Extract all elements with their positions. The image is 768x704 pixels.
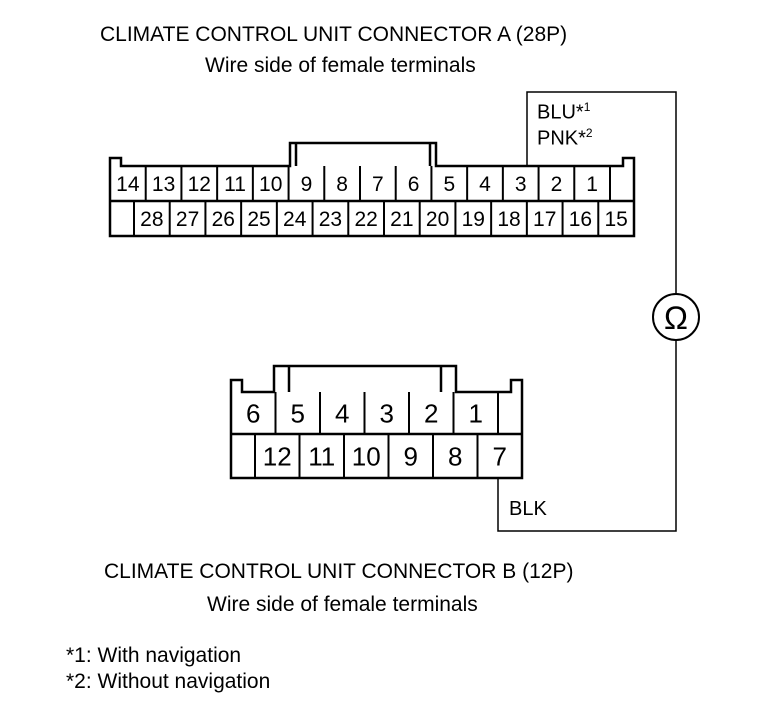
terminal-7-label: 7 — [372, 173, 384, 196]
terminal-2-label: 2 — [551, 173, 563, 196]
terminal-7-label: 7 — [493, 441, 507, 471]
connector-b-subtitle: Wire side of female terminals — [207, 593, 478, 616]
terminal-8-label: 8 — [448, 441, 462, 471]
terminal-9-label: 9 — [301, 173, 313, 196]
terminal-1-label: 1 — [469, 398, 483, 428]
wire-color-pnk: PNK*2 — [537, 126, 593, 150]
terminal-26-label: 26 — [212, 208, 235, 231]
footnote-2: *2: Without navigation — [66, 670, 271, 693]
wire-color-blk: BLK — [509, 498, 547, 520]
terminal-4-label: 4 — [479, 173, 491, 196]
connector-b — [229, 364, 524, 480]
terminal-3-label: 3 — [380, 398, 394, 428]
terminal-15-label: 15 — [604, 208, 627, 231]
terminal-27-label: 27 — [176, 208, 199, 231]
connector-a-subtitle: Wire side of female terminals — [205, 54, 476, 77]
connector-a-title: CLIMATE CONTROL UNIT CONNECTOR A (28P) — [100, 23, 568, 46]
connector-b-housing — [229, 364, 524, 480]
terminal-20-label: 20 — [426, 208, 449, 231]
footnote-1: *1: With navigation — [66, 644, 242, 667]
terminal-13-label: 13 — [152, 173, 175, 196]
terminal-25-label: 25 — [247, 208, 270, 231]
terminal-10-label: 10 — [352, 441, 381, 471]
ohm-icon: Ω — [664, 300, 688, 336]
connector-a — [108, 141, 636, 238]
terminal-8-label: 8 — [336, 173, 348, 196]
wire-color-blu: BLU*1 — [537, 100, 591, 124]
terminal-16-label: 16 — [569, 208, 592, 231]
terminal-6-label: 6 — [246, 398, 260, 428]
terminal-1-label: 1 — [586, 173, 598, 196]
terminal-19-label: 19 — [462, 208, 485, 231]
test-leads — [497, 91, 677, 532]
terminal-12-label: 12 — [188, 173, 211, 196]
terminal-18-label: 18 — [497, 208, 520, 231]
probe-lead-b — [497, 340, 677, 532]
terminal-22-label: 22 — [354, 208, 377, 231]
terminal-2-label: 2 — [424, 398, 438, 428]
terminal-11-label: 11 — [224, 173, 246, 196]
probe-lead-a — [526, 91, 677, 294]
ohmmeter: Ω — [652, 293, 700, 341]
connector-a-latch — [294, 143, 432, 166]
terminal-3-label: 3 — [515, 173, 527, 196]
terminal-4-label: 4 — [335, 398, 349, 428]
ohmmeter-circle — [652, 293, 700, 341]
terminal-5-label: 5 — [443, 173, 455, 196]
terminal-5-label: 5 — [291, 398, 305, 428]
terminal-14-label: 14 — [116, 173, 140, 196]
terminal-12-label: 12 — [263, 441, 292, 471]
terminal-23-label: 23 — [319, 208, 342, 231]
terminal-9-label: 9 — [404, 441, 418, 471]
terminal-24-label: 24 — [283, 208, 307, 231]
terminal-21-label: 21 — [390, 208, 413, 231]
terminal-10-label: 10 — [259, 173, 282, 196]
connector-a-housing — [108, 141, 636, 238]
terminal-11-label: 11 — [308, 441, 335, 471]
terminal-28-label: 28 — [140, 208, 163, 231]
terminal-17-label: 17 — [533, 208, 556, 231]
connector-b-latch — [287, 366, 443, 392]
connector-b-title: CLIMATE CONTROL UNIT CONNECTOR B (12P) — [104, 560, 574, 583]
terminal-6-label: 6 — [408, 173, 420, 196]
